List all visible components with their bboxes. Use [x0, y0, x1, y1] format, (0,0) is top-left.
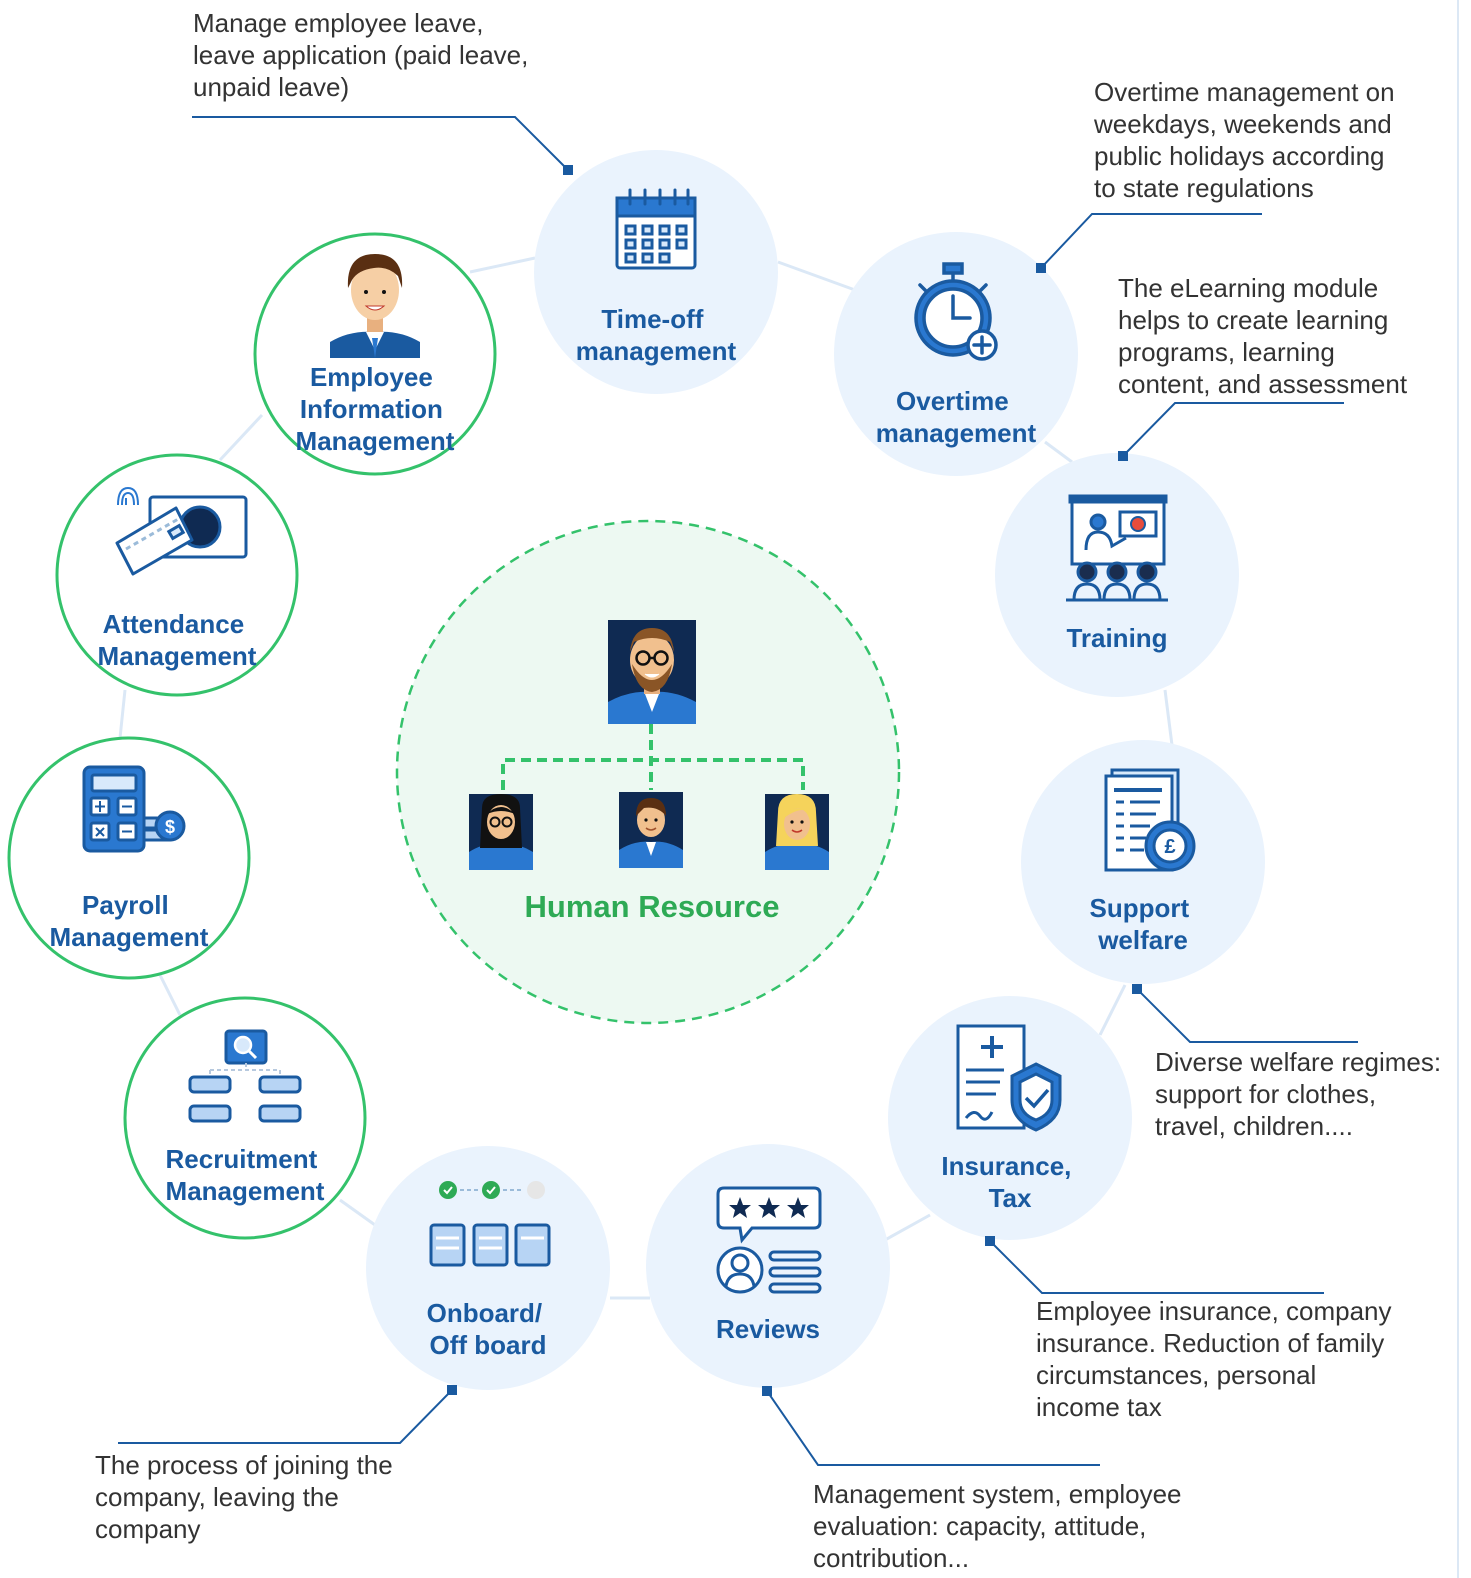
- fingerprint-card-icon: [115, 486, 248, 576]
- center-title: Human Resource: [525, 889, 780, 924]
- leader-training: [1122, 402, 1344, 457]
- description-line: insurance. Reduction of family: [1036, 1328, 1385, 1358]
- description-line: helps to create learning: [1118, 305, 1389, 335]
- node-insurance-label: Insurance, Tax: [941, 1151, 1078, 1213]
- leader-welfare: [1136, 988, 1358, 1043]
- description-line: Overtime management on: [1094, 77, 1395, 107]
- description-training: The eLearning module helps to create lea…: [1118, 272, 1407, 400]
- node-recruitment[interactable]: Recruitment Management: [123, 996, 367, 1240]
- leader-reviews: [766, 1390, 1100, 1466]
- description-line: unpaid leave): [193, 72, 350, 102]
- description-line: programs, learning: [1118, 337, 1335, 367]
- description-line: Employee insurance, company: [1036, 1296, 1392, 1326]
- leader-onboard: [118, 1389, 453, 1444]
- description-timeoff: Manage employee leave, leave application…: [193, 7, 528, 103]
- calendar-icon: [615, 188, 697, 270]
- leader-overtime: [1040, 213, 1262, 269]
- staff-avatar-female-blonde-icon: [765, 794, 829, 870]
- node-employee[interactable]: Employee Information Management: [253, 232, 497, 476]
- description-line: support for clothes,: [1155, 1079, 1377, 1109]
- description-line: circumstances, personal: [1036, 1360, 1317, 1390]
- leader-lines: [118, 116, 1358, 1466]
- node-payroll-circle: [7, 736, 251, 980]
- description-line: Management system, employee: [813, 1479, 1182, 1509]
- node-reviews-circle: [646, 1144, 890, 1388]
- node-overtime-label: Overtime management: [876, 386, 1037, 448]
- node-attendance-label: Attendance Management: [98, 609, 257, 671]
- node-recruitment-circle: [123, 996, 367, 1240]
- node-training[interactable]: Training: [995, 453, 1239, 697]
- leader-timeoff: [192, 116, 569, 171]
- calculator-icon: [82, 765, 186, 853]
- rating-stars-icon: [716, 1186, 822, 1294]
- node-onboard-label: Onboard/ Off board: [427, 1298, 550, 1360]
- classroom-icon: [1066, 494, 1168, 602]
- node-attendance[interactable]: Attendance Management: [55, 453, 299, 697]
- description-overtime: Overtime management on weekdays, weekend…: [1094, 76, 1395, 204]
- employee-avatar-icon: [330, 254, 420, 358]
- node-timeoff[interactable]: Time-off management: [534, 150, 778, 394]
- org-search-icon: [188, 1029, 302, 1123]
- description-line: The eLearning module: [1118, 273, 1379, 303]
- node-training-label: Training: [1066, 623, 1167, 653]
- right-edge-rule: [1457, 0, 1459, 1578]
- insurance-shield-icon: [956, 1024, 1062, 1132]
- description-line: content, and assessment: [1118, 369, 1408, 399]
- org-chart-lines: [501, 724, 805, 790]
- description-welfare: Diverse welfare regimes: support for clo…: [1155, 1046, 1441, 1142]
- description-line: evaluation: capacity, attitude,: [813, 1511, 1147, 1541]
- leader-insurance: [989, 1240, 1324, 1294]
- node-payroll[interactable]: $ Payroll Management: [7, 736, 251, 980]
- description-line: income tax: [1036, 1392, 1162, 1422]
- node-reviews-label: Reviews: [716, 1314, 820, 1344]
- description-line: leave application (paid leave,: [193, 40, 529, 70]
- center-human-resource: Human Resource: [395, 519, 901, 1025]
- manager-avatar-icon: [608, 620, 696, 724]
- description-line: Diverse welfare regimes:: [1155, 1047, 1442, 1077]
- pound-sign-icon: £: [1164, 836, 1175, 858]
- description-line: public holidays according: [1094, 141, 1385, 171]
- center-circle: [395, 519, 901, 1025]
- description-onboard: The process of joining the company, leav…: [95, 1449, 393, 1545]
- node-timeoff-label: Time-off management: [576, 304, 737, 366]
- ring-connectors: [118, 256, 1174, 1300]
- node-reviews[interactable]: Reviews: [646, 1144, 890, 1388]
- leader-endpoints: [447, 165, 1142, 1396]
- node-payroll-label: Payroll Management: [50, 890, 209, 952]
- description-line: company, leaving the: [95, 1482, 339, 1512]
- dollar-sign-icon: $: [165, 817, 175, 837]
- stopwatch-icon: [914, 262, 998, 361]
- description-line: contribution...: [813, 1543, 970, 1573]
- description-line: weekdays, weekends and: [1094, 109, 1392, 139]
- description-line: travel, children....: [1155, 1111, 1353, 1141]
- document-pound-icon: [1104, 768, 1196, 872]
- node-onboard-circle: [366, 1146, 610, 1390]
- description-line: to state regulations: [1094, 173, 1314, 203]
- staff-avatar-female-glasses-icon: [469, 794, 533, 870]
- node-welfare-label: Support welfare: [1090, 893, 1197, 955]
- node-recruitment-label: Recruitment Management: [166, 1144, 325, 1206]
- description-reviews: Management system, employee evaluation: …: [813, 1478, 1182, 1574]
- onboarding-steps-icon: [429, 1181, 551, 1267]
- node-welfare[interactable]: £ Support welfare: [1021, 740, 1265, 984]
- description-insurance: Employee insurance, company insurance. R…: [1036, 1295, 1392, 1423]
- node-onboard[interactable]: Onboard/ Off board: [366, 1146, 610, 1390]
- node-timeoff-circle: [534, 150, 778, 394]
- description-line: company: [95, 1514, 201, 1544]
- node-insurance[interactable]: Insurance, Tax: [888, 996, 1132, 1240]
- node-employee-label: Employee Information Management: [296, 362, 455, 456]
- description-line: The process of joining the: [95, 1450, 393, 1480]
- description-line: Manage employee leave,: [193, 8, 484, 38]
- staff-avatar-male-icon: [619, 792, 683, 868]
- node-overtime[interactable]: Overtime management: [834, 232, 1078, 476]
